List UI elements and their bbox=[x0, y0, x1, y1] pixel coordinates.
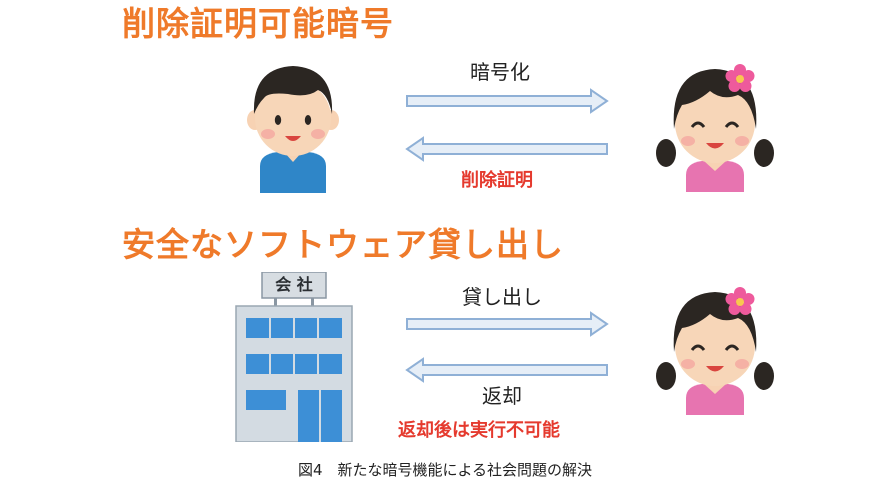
company-building: 会 社 bbox=[234, 272, 354, 442]
boy-figure bbox=[247, 66, 339, 193]
section2-heading: 安全なソフトウェア貸し出し bbox=[122, 225, 564, 264]
figure-caption: 図4 新たな暗号機能による社会問題の解決 bbox=[297, 461, 593, 479]
girl-figure-top bbox=[656, 64, 774, 192]
not-executable-note: 返却後は実行不可能 bbox=[398, 420, 560, 441]
lend-label: 貸し出し bbox=[462, 285, 542, 309]
section1-heading: 削除証明可能暗号 bbox=[122, 4, 394, 43]
deletion-proof-label: 削除証明 bbox=[461, 170, 533, 191]
right-arrow-icon bbox=[406, 88, 609, 114]
girl-figure-bottom bbox=[656, 287, 774, 415]
left-arrow-icon bbox=[405, 136, 608, 162]
building-sign-text: 会 社 bbox=[275, 275, 313, 294]
return-label: 返却 bbox=[482, 384, 522, 408]
right-arrow-icon bbox=[406, 311, 609, 337]
left-arrow-icon bbox=[405, 357, 608, 383]
encrypt-label: 暗号化 bbox=[470, 60, 530, 84]
